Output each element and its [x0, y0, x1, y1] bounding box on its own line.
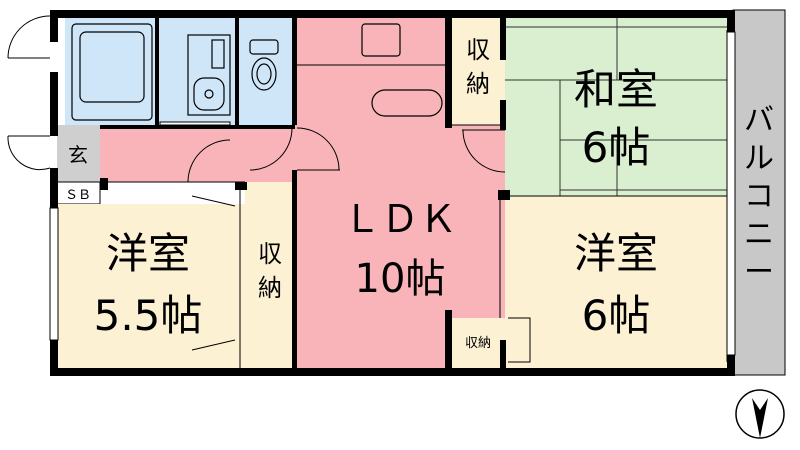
- kitchen-sink-icon: [361, 23, 443, 117]
- tatami-lines: [505, 18, 727, 196]
- washbasin-icon: [187, 34, 231, 116]
- walls: [50, 10, 735, 376]
- doors: [7, 15, 531, 363]
- ldk-size: 10帖: [355, 256, 446, 302]
- toilet-icon: [249, 39, 279, 91]
- balcony: [732, 9, 786, 376]
- youshitsu-left-floor: [57, 204, 245, 368]
- room-fills: [56, 9, 786, 376]
- labels: ＬＤＫ 10帖 和室 6帖 洋室 6帖 洋室 5.5帖 玄 ＳＢ 収 納 収 納…: [65, 36, 774, 351]
- ldk-name: ＬＤＫ: [343, 197, 457, 241]
- north-arrow-icon: [735, 389, 785, 439]
- ldk-floor: [295, 18, 505, 368]
- youshitsu-right-name: 洋室: [574, 229, 658, 278]
- genkan-label: 玄: [68, 143, 88, 167]
- bathtub-icon: [71, 23, 153, 121]
- youshitsu-right-floor: [505, 196, 727, 368]
- youshitsu-left-name: 洋室: [106, 229, 190, 278]
- washitsu-size: 6帖: [582, 123, 651, 172]
- hall-floor: [100, 125, 295, 182]
- storage-left-label-1: 収: [258, 240, 282, 268]
- storage-small: [452, 318, 505, 368]
- storage-small-label: 収納: [465, 336, 491, 351]
- genkan-floor: [57, 125, 100, 182]
- washitsu-floor: [505, 18, 727, 196]
- balcony-char-2: ル: [744, 141, 774, 176]
- balcony-char-4: ニ: [744, 217, 774, 252]
- balcony-char-1: バ: [744, 103, 774, 138]
- storage-top-label-2: 納: [466, 70, 490, 98]
- shoe-box-label: ＳＢ: [65, 188, 91, 203]
- balcony-char-3: コ: [744, 179, 774, 214]
- youshitsu-right-size: 6帖: [582, 291, 651, 340]
- balcony-char-5: ー: [744, 255, 774, 290]
- storage-top: [452, 18, 505, 125]
- storage-top-label-1: 収: [466, 36, 490, 64]
- washitsu-name: 和室: [574, 65, 658, 114]
- storage-left: [245, 182, 295, 368]
- storage-left-label-2: 納: [258, 274, 282, 302]
- windows: [49, 31, 736, 356]
- youshitsu-left-size: 5.5帖: [94, 291, 203, 340]
- bath-floor: [65, 18, 295, 125]
